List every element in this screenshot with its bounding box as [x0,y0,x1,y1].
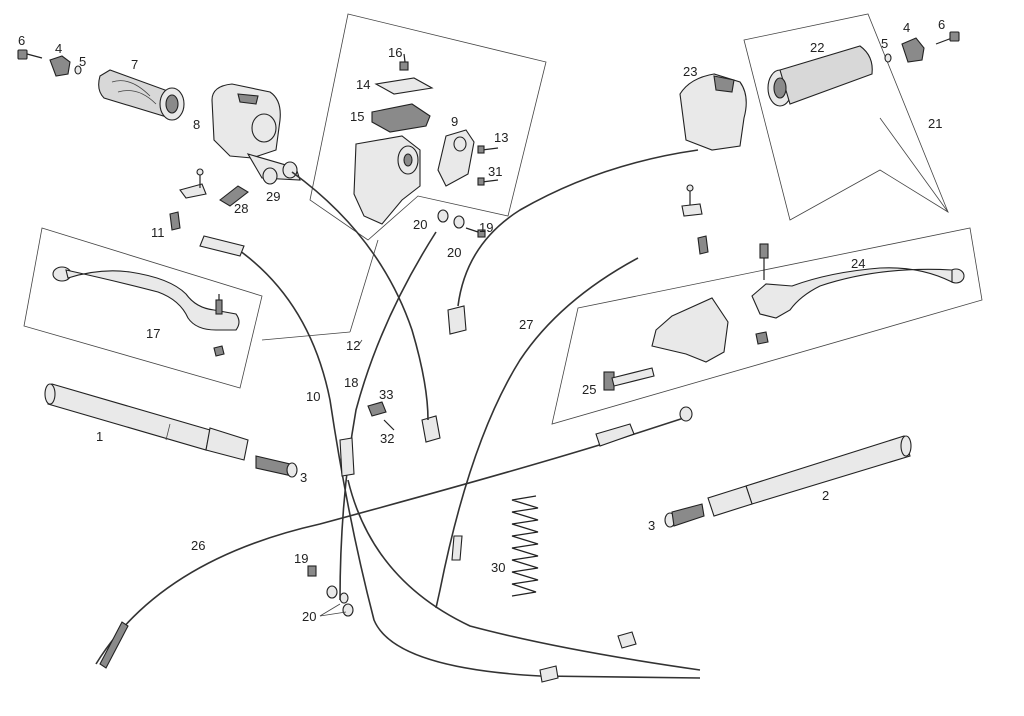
label-24: 24 [851,256,865,271]
label-30: 30 [491,560,505,575]
label-25: 25 [582,382,596,397]
clip-33 [367,401,387,417]
label-6-right: 6 [938,17,945,32]
bar-end-weight-4-left [49,55,71,77]
label-8: 8 [193,117,200,132]
cable-clutch [457,149,699,307]
cable-29-to-connector [291,171,429,421]
end-screw-3-left [255,455,298,478]
screw-6-left [17,49,43,60]
label-27: 27 [519,317,533,332]
spring-30 [511,495,539,597]
left-grip-7 [98,69,185,121]
brake-switch-11 [169,168,207,231]
label-9: 9 [451,114,458,129]
label-19-b: 19 [294,551,308,566]
label-3-left: 3 [300,470,307,485]
gasket-14 [374,77,434,95]
label-10: 10 [306,389,320,404]
label-5-right: 5 [881,36,888,51]
connector-brake [421,415,441,443]
label-4-right: 4 [903,20,910,35]
label-29: 29 [266,189,280,204]
label-32: 32 [380,431,394,446]
label-26: 26 [191,538,205,553]
label-16: 16 [388,45,402,60]
label-33: 33 [379,387,393,402]
adjuster-25 [603,367,655,391]
label-15: 15 [350,109,364,124]
label-20-a: 20 [413,217,427,232]
label-19-a: 19 [479,220,493,235]
label-14: 14 [356,77,370,92]
master-cylinder-body [353,135,421,225]
label-11: 11 [151,225,165,240]
clutch-group-box [551,227,983,425]
right-grip-22 [767,45,873,107]
label-23: 23 [683,64,697,79]
clutch-perch [651,297,729,363]
bar-end-weight-4-right [901,37,925,63]
screw-13 [477,145,499,154]
label-1: 1 [96,429,103,444]
right-handlebar-2 [707,435,912,517]
washer-5-left [74,65,82,75]
bolt-28 [219,185,249,207]
screw-32 [383,419,395,431]
label-18: 18 [344,375,358,390]
clutch-lever-24 [751,243,965,345]
label-6-left: 6 [18,33,25,48]
right-grip-group-box [743,13,949,221]
right-switch-housing-23 [679,73,747,151]
label-20-c: 20 [302,609,316,624]
screw-16 [399,53,409,71]
clamp-29 [246,153,301,185]
front-brake-lever-group-box [23,227,263,389]
end-screw-3-right [664,503,705,528]
label-2: 2 [822,488,829,503]
label-31: 31 [488,164,502,179]
label-21: 21 [928,116,942,131]
cable-26 [95,415,691,665]
washers-20-19 [437,209,486,238]
label-28: 28 [234,201,248,216]
label-12: 12 [346,338,360,353]
front-brake-lever-17 [52,266,240,357]
label-22: 22 [810,40,824,55]
left-handlebar-1 [44,383,249,461]
screw-6-right [935,31,960,45]
cable-10 [235,247,701,679]
connector-clutch [447,305,467,335]
left-switch-housing-8 [211,83,281,159]
label-4-left: 4 [55,41,62,56]
lower-banjo-19-20 [307,565,354,617]
cable-27 [435,257,639,609]
label-13: 13 [494,130,508,145]
label-5-left: 5 [79,54,86,69]
washer-5-right [884,53,892,63]
reservoir-cap-15 [371,103,431,133]
screw-31 [477,177,499,186]
label-17: 17 [146,326,160,341]
label-7: 7 [131,57,138,72]
brake-switch-right [681,184,709,255]
clamp-9 [437,129,475,187]
label-3-right: 3 [648,518,655,533]
cable-lower-right [347,479,701,671]
hose-18 [339,231,437,601]
master-cylinder-group-box [309,13,547,241]
label-20-b: 20 [447,245,461,260]
